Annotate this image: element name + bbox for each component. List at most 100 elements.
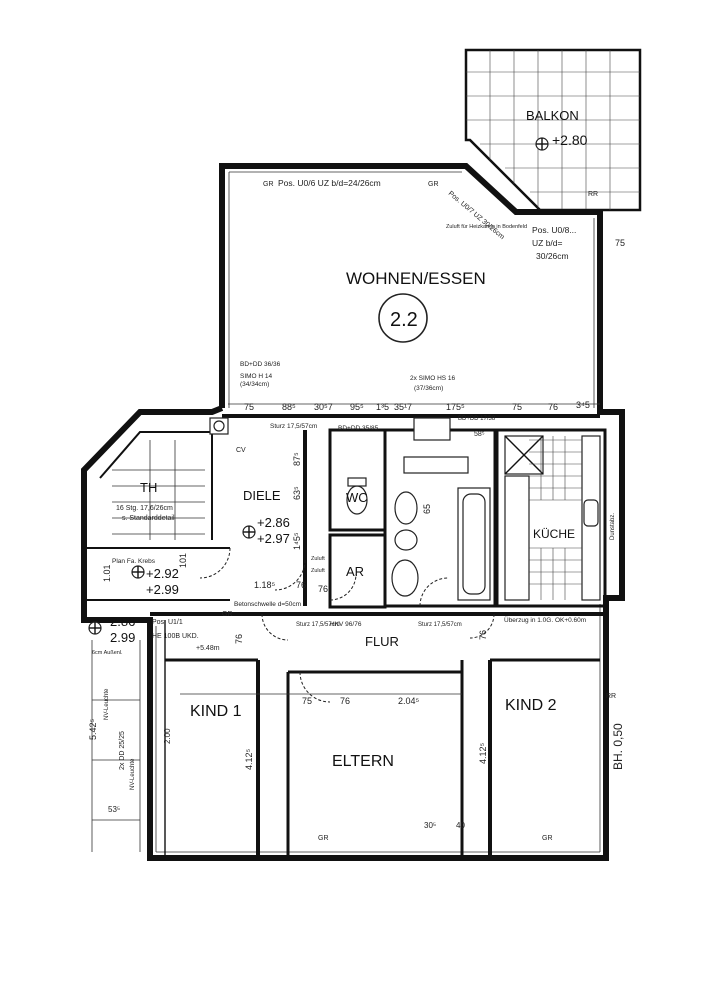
note-dunstabz: Dunstabz. bbox=[610, 513, 616, 540]
note-gr: GR bbox=[263, 181, 274, 188]
note-dd-left: 2x DD 25/25 bbox=[119, 731, 126, 770]
note-gr: GR bbox=[542, 835, 553, 842]
dim-101b: 101 bbox=[178, 553, 188, 568]
stair-left bbox=[91, 640, 141, 852]
dim-87: 87⁵ bbox=[292, 452, 302, 466]
note-simo-left-2: (34/34cm) bbox=[240, 381, 269, 388]
note-uz-top: Pos. U0/6 UZ b/d=24/26cm bbox=[278, 178, 381, 188]
dim-4125b: 4.12⁵ bbox=[478, 742, 488, 764]
room-label-kind1: KIND 1 bbox=[190, 703, 242, 720]
level-diele-1: +2.86 bbox=[257, 515, 290, 530]
note-betonschwelle: Betonschwelle d=50cm bbox=[234, 601, 301, 608]
dim-635: 63⁵ bbox=[292, 486, 302, 500]
counter-left bbox=[504, 475, 530, 601]
dim-top-95: 95⁵ bbox=[350, 402, 364, 412]
dim-101: 1.01 bbox=[102, 564, 112, 582]
room-label-ar: AR bbox=[346, 564, 364, 579]
fixtures bbox=[88, 293, 601, 852]
dim-76d: 76 bbox=[234, 634, 244, 644]
note-pos-u1: Pos. U1/1 bbox=[152, 619, 183, 626]
note-zuluft-short: Zuluft bbox=[311, 568, 325, 574]
dim-top-175b: 175⁵ bbox=[446, 402, 465, 412]
note-gr: GR bbox=[222, 611, 233, 618]
room-label-eltern: ELTERN bbox=[332, 753, 394, 770]
note-he-level: +5.48m bbox=[196, 645, 220, 652]
note-nv1: NV-Leuchte bbox=[104, 688, 110, 720]
note-th-stg: 16 Stg. 17,6/26cm bbox=[116, 505, 173, 512]
dim-40: 40 bbox=[456, 821, 465, 830]
door-swings bbox=[199, 547, 495, 703]
note-simo-mid: 2x SIMO HS 16 bbox=[410, 375, 456, 382]
note-cv: CV bbox=[236, 447, 246, 454]
note-rr: RR bbox=[606, 693, 616, 700]
level-balkon: +2.80 bbox=[552, 132, 588, 148]
dim-76c: 76 bbox=[340, 696, 350, 706]
dim-30: 30⁵ bbox=[424, 821, 436, 830]
level-stair-2: 2.99 bbox=[110, 630, 135, 645]
room-label-wc: WC bbox=[346, 490, 368, 505]
dim-top-135: 1³5 bbox=[376, 402, 389, 412]
stair-th bbox=[112, 440, 205, 540]
note-gr: GR bbox=[318, 835, 329, 842]
dim-75: 75 bbox=[302, 696, 312, 706]
dim-65: 65 bbox=[422, 504, 432, 514]
kitchen-tiles bbox=[529, 436, 582, 600]
level-stair-1: 2.86 bbox=[110, 614, 135, 629]
room-label-diele: DIELE bbox=[243, 488, 281, 503]
room-label-wohnen: WOHNEN/ESSEN bbox=[346, 269, 486, 288]
note-ueberzug: Überzug in 1.0G. OK+0.60m bbox=[504, 616, 586, 624]
dim-118: 1.18⁵ bbox=[254, 580, 276, 590]
note-simo-mid-2: (37/36cm) bbox=[414, 385, 443, 392]
cabinet-icon bbox=[403, 456, 469, 474]
note-uz-right-1: Pos. U0/8... bbox=[532, 225, 576, 235]
note-sturz-top: Sturz 17,5/57cm bbox=[270, 423, 317, 430]
dimension-lines bbox=[180, 403, 600, 695]
note-aussen: 6cm Außenl. bbox=[92, 650, 123, 656]
note-sturz-flur-2: Sturz 17,5/57cm bbox=[418, 622, 462, 628]
room-label-th: TH bbox=[140, 480, 157, 495]
dim-top-r75: 75 bbox=[512, 402, 522, 412]
note-bd-mid: BD+DD 35/85 bbox=[338, 425, 379, 432]
dim-top-75: 75 bbox=[244, 402, 254, 412]
dim-top-r76: 76 bbox=[548, 402, 558, 412]
shaft-icon bbox=[413, 417, 451, 441]
note-nv2: NV-Leuchte bbox=[130, 758, 136, 790]
dim-top-88: 88⁵ bbox=[282, 402, 296, 412]
room-label-kueche: KÜCHE bbox=[533, 527, 575, 541]
note-bd-left: BD+DD 36/36 bbox=[240, 361, 281, 368]
dim-200: 2.00 bbox=[163, 728, 172, 744]
note-plan-fa: Plan Fa. Krebs bbox=[112, 558, 156, 565]
washbasin-icon bbox=[394, 491, 418, 525]
note-th-detail: s. Standarddetail bbox=[122, 515, 175, 522]
level-diele-2: +2.97 bbox=[257, 531, 290, 546]
room-label-balkon: BALKON bbox=[526, 108, 579, 123]
unit-number-circle bbox=[378, 293, 428, 343]
room-label-kind2: KIND 2 bbox=[505, 697, 557, 714]
interior-walls bbox=[84, 414, 607, 858]
dim-top-175a: 35¹7 bbox=[394, 402, 412, 412]
shower-icon bbox=[391, 559, 419, 597]
note-sturz-flur-1: Sturz 17,5/57cm bbox=[296, 622, 340, 628]
note-zuluft-short: Zuluft bbox=[311, 556, 325, 562]
note-rr: RR bbox=[588, 191, 598, 198]
note-zuluft: Zuluft für Heizkamin in Bodenfeld bbox=[446, 224, 527, 230]
dimensions: 75 88⁵ 30⁵7 95⁵ 1³5 35¹7 175⁵ 75 76 3⁴5 … bbox=[88, 238, 625, 830]
dim-76e: 76 bbox=[478, 630, 488, 640]
unit-number: 2.2 bbox=[390, 309, 418, 331]
dim-top-r34: 3⁴5 bbox=[576, 400, 590, 410]
dim-2045: 2.04⁵ bbox=[398, 696, 420, 706]
dim-4125a: 4.12⁵ bbox=[244, 748, 254, 770]
dim-76b: 76 bbox=[318, 584, 328, 594]
dim-1455: 1⁴5⁵ bbox=[292, 532, 302, 550]
dim-535: 53⁵ bbox=[108, 805, 120, 814]
dim-5425: 5.42⁵ bbox=[88, 718, 98, 740]
dim-r75: 75 bbox=[615, 238, 625, 248]
level-th-2: +2.99 bbox=[146, 582, 179, 597]
balcony-tiles bbox=[466, 50, 640, 210]
note-uz-right-2: UZ b/d= bbox=[532, 238, 563, 248]
note-gr: GR bbox=[428, 181, 439, 188]
note-he-ukd: HE 100B UKD. bbox=[152, 633, 199, 640]
note-simo-left: SIMO H 14 bbox=[240, 373, 273, 380]
dim-76a: 76 bbox=[296, 580, 306, 590]
